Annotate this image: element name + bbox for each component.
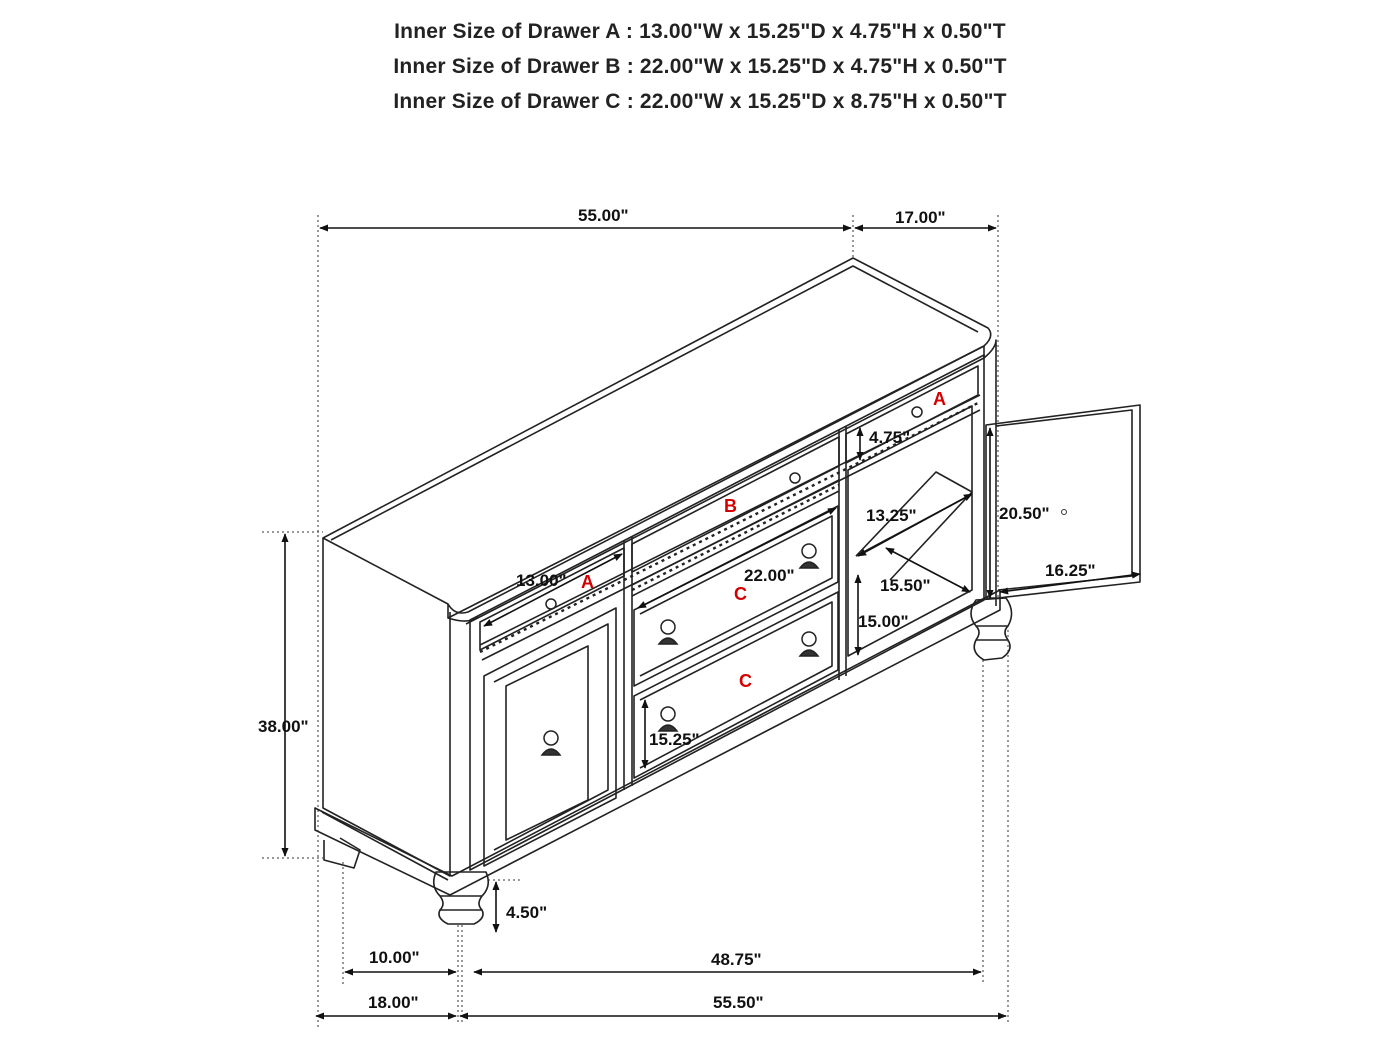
dim-top-width: 55.00" (578, 206, 629, 225)
knob-icon (789, 472, 801, 484)
dimension-labels: 55.00" 17.00" 38.00" 4.75" 13.25" 20.50"… (258, 206, 1096, 1012)
dim-shelf-depth: 13.25" (866, 506, 917, 525)
knob-icon (545, 598, 557, 610)
dim-drawer-c-width: 22.00" (744, 566, 795, 585)
drawer-letter-labels: A B A C C (581, 389, 946, 691)
pull-icon (540, 730, 562, 756)
extension-lines (262, 215, 1009, 1030)
dim-leg-height: 4.50" (506, 903, 547, 922)
pull-icon (657, 619, 679, 645)
dimension-arrows (281, 224, 1141, 1020)
left-side-panel (322, 538, 451, 877)
front-left-leg (432, 871, 490, 925)
top-bevel (330, 265, 979, 541)
drawer-a-right (845, 365, 979, 464)
drawer-label-c-upper: C (734, 584, 747, 604)
dim-base-width: 55.50" (713, 993, 764, 1012)
divider-left (623, 537, 633, 790)
dim-door-height: 20.50" (999, 504, 1050, 523)
dim-opening-height: 15.00" (858, 612, 909, 631)
dim-drawer-a-width: 13.00" (516, 571, 567, 590)
drawer-b (631, 436, 840, 573)
drawer-label-a-right: A (933, 389, 946, 409)
drawer-label-c-lower: C (739, 671, 752, 691)
dim-arrow-drawer-a-width (483, 553, 623, 627)
drawer-label-a-left: A (581, 572, 594, 592)
dim-opening-width: 15.50" (880, 576, 931, 595)
front-face (469, 354, 985, 871)
hardware (540, 406, 923, 756)
spec-drawer-a: Inner Size of Drawer A : 13.00"W x 15.25… (394, 20, 1006, 43)
pull-icon (798, 631, 820, 657)
dresser-body (314, 257, 1141, 925)
pull-icon (657, 706, 679, 732)
dim-drawer-a-height: 4.75" (869, 428, 910, 447)
drawer-c-lower (633, 591, 839, 779)
left-back-foot (323, 837, 361, 869)
dim-height: 38.00" (258, 717, 309, 736)
front-right-leg (970, 597, 1013, 661)
marker-dot (1061, 509, 1067, 515)
spec-drawer-b: Inner Size of Drawer B : 22.00"W x 15.25… (393, 55, 1007, 78)
left-door (483, 607, 617, 867)
dim-arrow-shelf-depth (857, 493, 973, 557)
dim-arrow-drawer-c-width (637, 507, 837, 609)
spec-drawer-c: Inner Size of Drawer C : 22.00"W x 15.25… (393, 90, 1007, 113)
dim-arrow-opening-width (885, 547, 971, 593)
dim-base-depth: 18.00" (368, 993, 419, 1012)
top-edge (447, 345, 985, 625)
dim-leg-depth: 10.00" (369, 948, 420, 967)
dim-leg-span: 48.75" (711, 950, 762, 969)
drawer-specs: Inner Size of Drawer A : 13.00"W x 15.25… (0, 14, 1400, 119)
pull-icon (798, 543, 820, 569)
dim-arrow-door-width (999, 571, 1141, 595)
dim-drawer-c-height: 15.25" (649, 730, 700, 749)
dim-door-width: 16.25" (1045, 561, 1096, 580)
base-plinth (314, 589, 1001, 896)
dim-top-depth: 17.00" (895, 208, 946, 227)
knob-icon (911, 406, 923, 418)
right-cabinet-opening (847, 405, 973, 657)
drawer-label-b: B (724, 496, 737, 516)
